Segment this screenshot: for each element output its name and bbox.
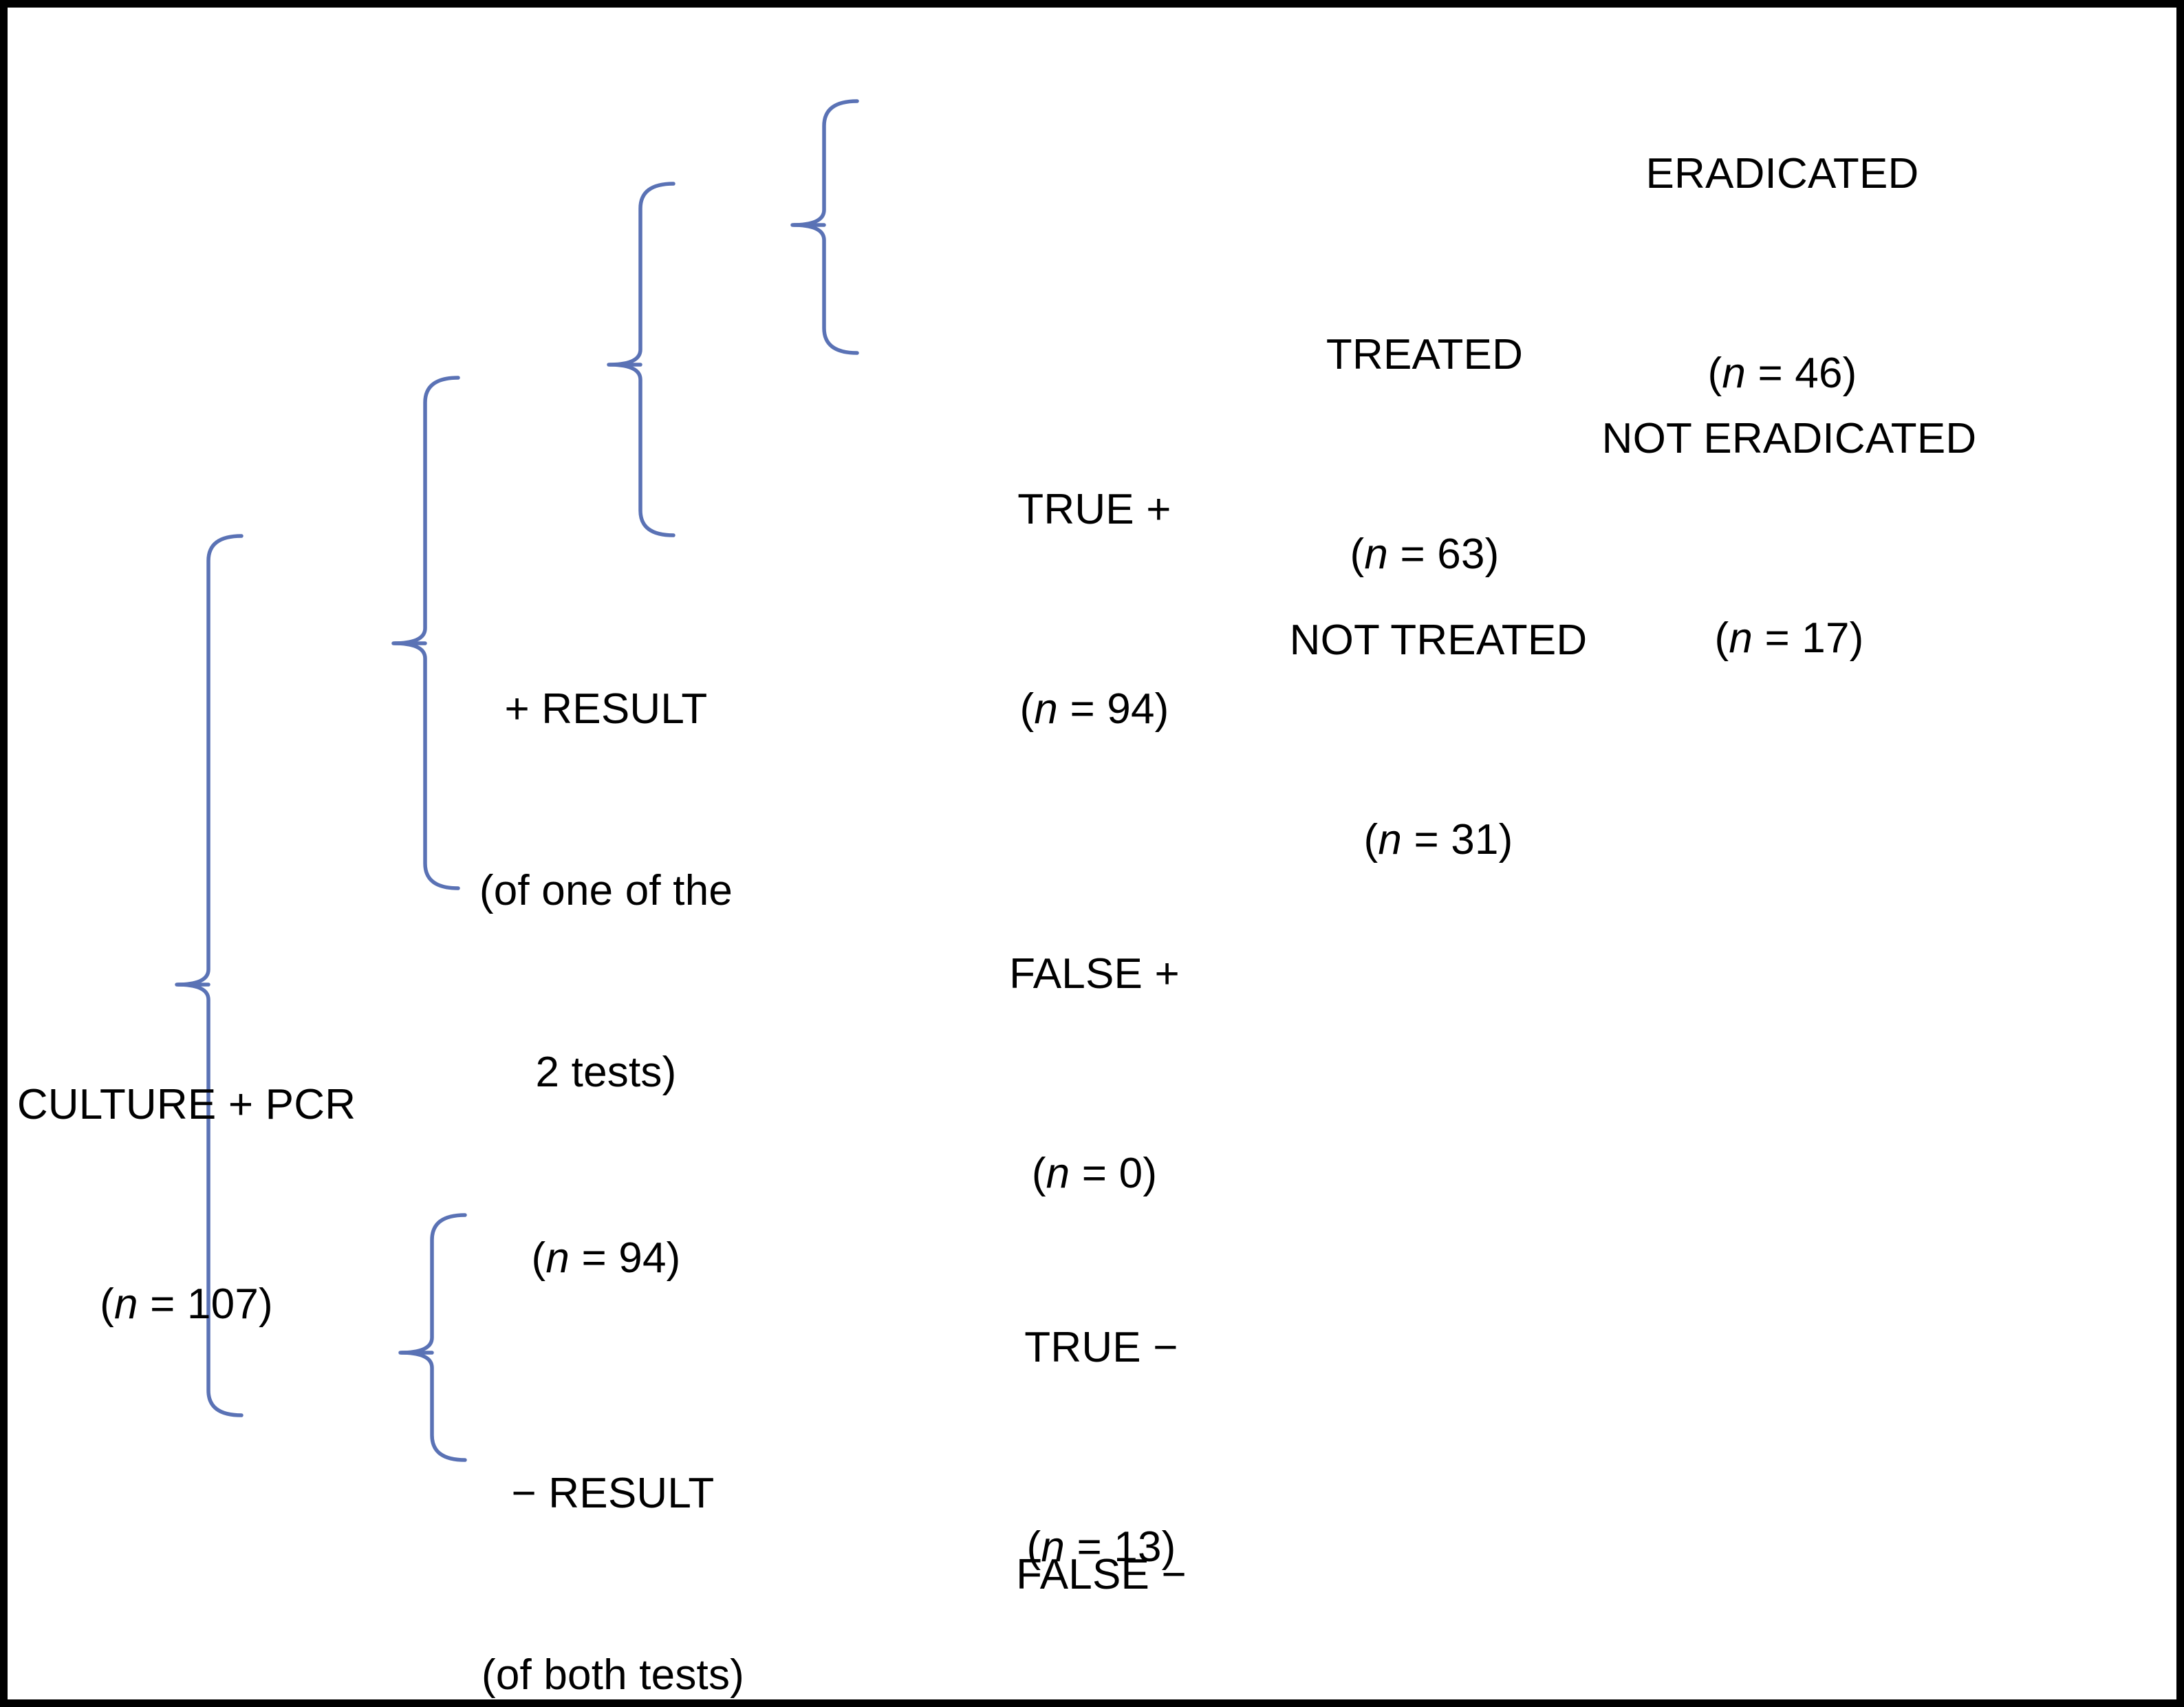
node-culture-pcr-count: (n = 107) bbox=[100, 1280, 273, 1329]
node-true-negative-count: (n = 13) bbox=[1026, 1523, 1176, 1571]
node-true-positive-label: TRUE + bbox=[1017, 486, 1171, 534]
node-culture-pcr[interactable]: CULTURE + PCR (n = 107) bbox=[8, 954, 365, 1456]
node-true-positive-count: (n = 94) bbox=[1019, 685, 1169, 733]
node-positive-result-label-2: (of one of the bbox=[479, 867, 733, 915]
connector-negative-bracket bbox=[398, 1213, 467, 1462]
node-negative-result[interactable]: − RESULT (of both tests) (n = 13) bbox=[468, 1342, 757, 1699]
node-not-treated[interactable]: NOT TREATED (n = 31) bbox=[1266, 489, 1610, 991]
node-culture-pcr-label: CULTURE + PCR bbox=[17, 1081, 356, 1129]
node-not-treated-label: NOT TREATED bbox=[1289, 616, 1588, 665]
node-false-positive-label: FALSE + bbox=[1009, 950, 1180, 998]
node-false-negative-label: FALSE − bbox=[1016, 1551, 1187, 1599]
node-true-negative[interactable]: TRUE − (n = 13) bbox=[957, 1196, 1246, 1699]
node-not-eradicated[interactable]: NOT ERADICATED (n = 17) bbox=[1569, 288, 2009, 790]
node-negative-result-label-1: − RESULT bbox=[511, 1470, 715, 1518]
node-not-eradicated-count: (n = 17) bbox=[1714, 614, 1864, 663]
node-false-positive[interactable]: FALSE + (n = 0) bbox=[950, 823, 1239, 1325]
connector-treated-bracket bbox=[790, 99, 859, 355]
node-positive-result-label-1: + RESULT bbox=[504, 685, 708, 733]
node-true-positive[interactable]: TRUE + (n = 94) bbox=[950, 358, 1239, 861]
node-treated[interactable]: TREATED (n = 63) bbox=[1280, 204, 1569, 706]
node-eradicated-label: ERADICATED bbox=[1645, 150, 1919, 198]
node-false-negative[interactable]: FALSE − (n = 0) bbox=[957, 1424, 1246, 1699]
node-not-treated-count: (n = 31) bbox=[1363, 816, 1513, 864]
node-positive-result-label-3: 2 tests) bbox=[535, 1049, 677, 1097]
node-true-negative-label: TRUE − bbox=[1024, 1324, 1178, 1372]
connector-positive-bracket bbox=[391, 376, 460, 890]
node-false-positive-count: (n = 0) bbox=[1031, 1150, 1158, 1198]
node-treated-label: TREATED bbox=[1326, 331, 1524, 379]
node-positive-result[interactable]: + RESULT (of one of the 2 tests) (n = 94… bbox=[462, 558, 750, 1410]
diagram-canvas: CULTURE + PCR (n = 107) + RESULT (of one… bbox=[8, 8, 2176, 1699]
node-negative-result-label-2: (of both tests) bbox=[481, 1651, 745, 1699]
node-not-eradicated-label: NOT ERADICATED bbox=[1601, 415, 1977, 463]
node-positive-result-count: (n = 94) bbox=[531, 1234, 681, 1282]
connector-truepos-bracket bbox=[607, 182, 675, 537]
node-eradicated-count: (n = 46) bbox=[1707, 350, 1857, 398]
node-eradicated[interactable]: ERADICATED (n = 46) bbox=[1590, 23, 1975, 525]
node-treated-count: (n = 63) bbox=[1350, 530, 1500, 579]
